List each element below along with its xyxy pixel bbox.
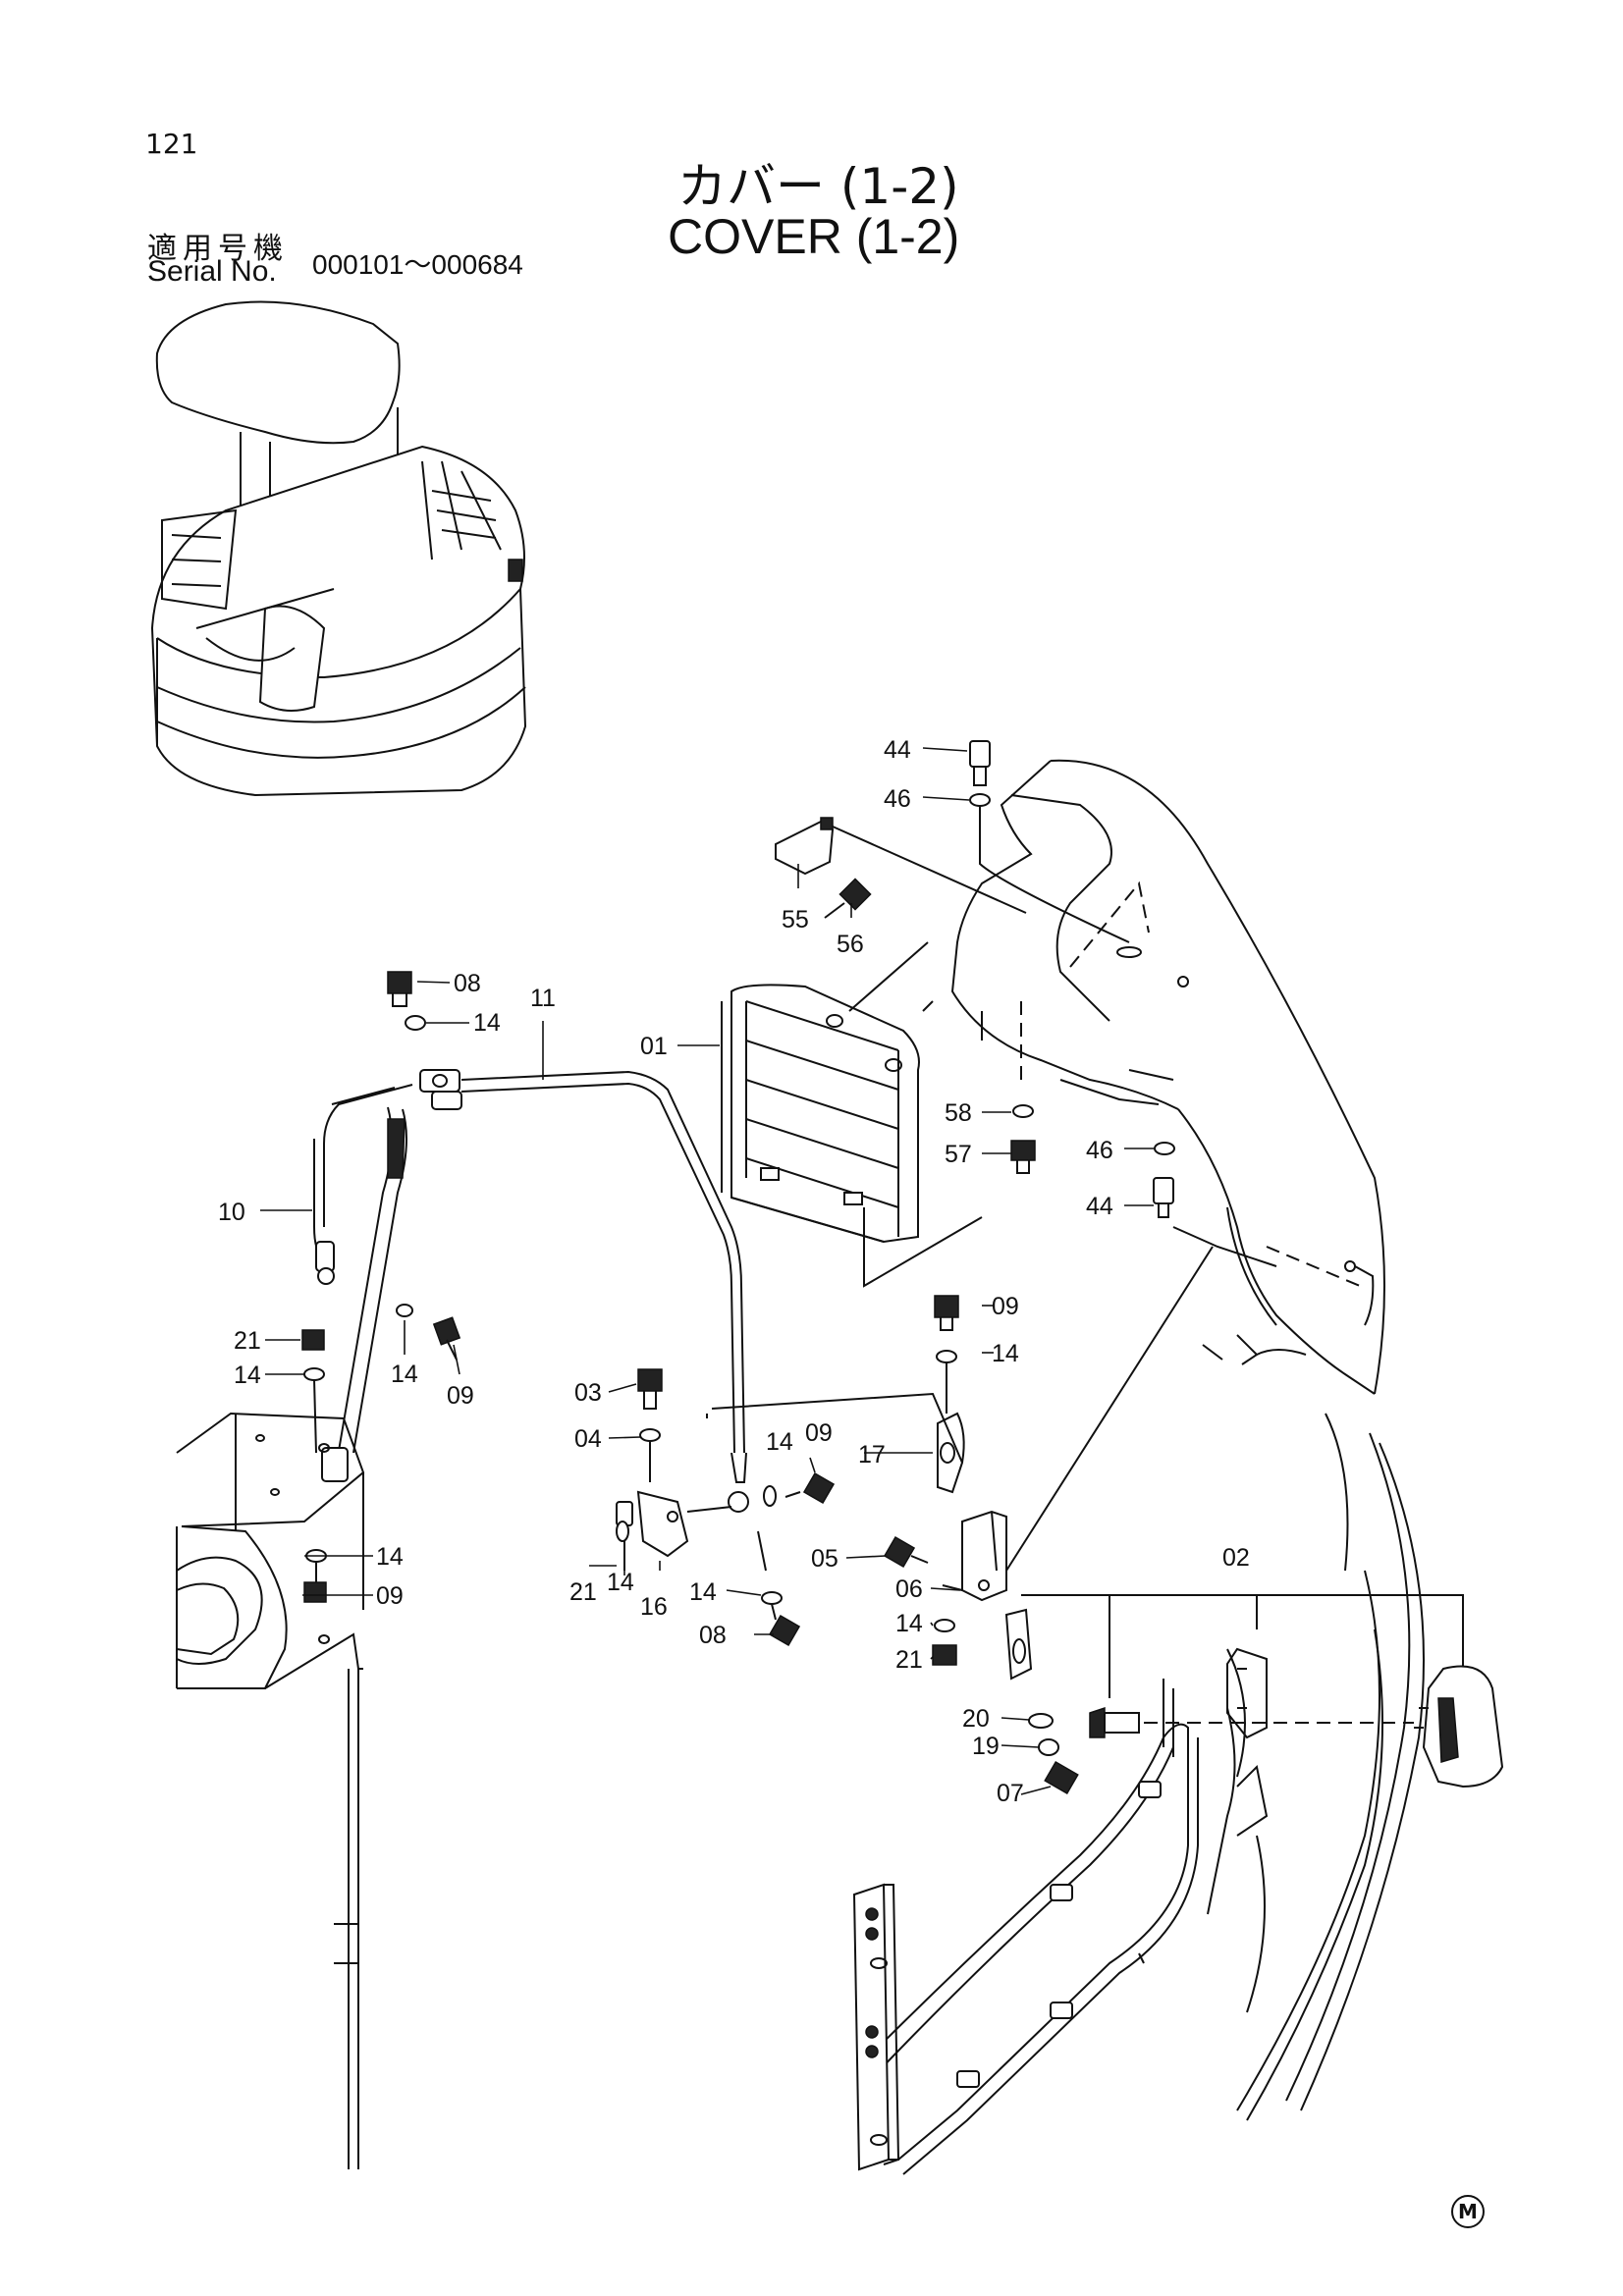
rod-11 xyxy=(419,1069,749,1513)
callout-09: 09 xyxy=(992,1293,1019,1320)
callout-03: 03 xyxy=(574,1379,602,1407)
callout-02: 02 xyxy=(1222,1544,1250,1572)
serial-label-japanese: 適用号機 xyxy=(147,232,289,266)
callout-20: 20 xyxy=(962,1705,990,1733)
callout-09: 09 xyxy=(447,1382,474,1410)
callout-21: 21 xyxy=(569,1578,597,1606)
title-japanese: カバー (1-2) xyxy=(677,158,959,215)
callout-14: 14 xyxy=(895,1610,923,1637)
callout-21: 21 xyxy=(895,1646,923,1674)
callout-14: 14 xyxy=(689,1578,717,1606)
callout-09: 09 xyxy=(376,1582,404,1610)
fasteners-center-cluster xyxy=(616,1246,1214,1666)
callout-21: 21 xyxy=(234,1327,261,1355)
bracket-55 xyxy=(775,817,1027,919)
callout-14: 14 xyxy=(234,1362,261,1389)
callout-56: 56 xyxy=(837,931,864,958)
overview-machine-illustration xyxy=(150,300,527,797)
callout-08: 08 xyxy=(699,1622,727,1649)
callout-58: 58 xyxy=(945,1099,972,1127)
callout-44: 44 xyxy=(884,736,911,764)
screw-44-top xyxy=(969,740,1130,943)
rod-10 xyxy=(313,1084,462,1482)
part-callouts: 44 46 55 56 08 14 11 01 58 57 46 44 10 2… xyxy=(218,736,1250,1807)
guard-rail-assembly xyxy=(852,1413,1504,2175)
callout-05: 05 xyxy=(811,1545,839,1573)
callout-16: 16 xyxy=(640,1593,668,1621)
serial-label-english: Serial No. xyxy=(147,255,277,288)
manufacturer-mark: M xyxy=(1451,2195,1485,2228)
callout-09: 09 xyxy=(805,1419,833,1447)
callout-46: 46 xyxy=(1086,1137,1113,1164)
callout-57: 57 xyxy=(945,1141,972,1168)
callout-14: 14 xyxy=(376,1543,404,1571)
callout-01: 01 xyxy=(640,1033,668,1060)
fasteners-left-cluster xyxy=(301,971,461,1603)
callout-17: 17 xyxy=(858,1441,886,1468)
callout-08: 08 xyxy=(454,970,481,997)
side-cover-panel xyxy=(950,759,1385,1395)
callout-06: 06 xyxy=(895,1575,923,1603)
callout-14: 14 xyxy=(473,1009,501,1037)
callout-19: 19 xyxy=(972,1733,1000,1760)
title-english: COVER (1-2) xyxy=(668,209,960,264)
callout-11: 11 xyxy=(530,985,556,1012)
callout-10: 10 xyxy=(218,1199,245,1226)
callout-04: 04 xyxy=(574,1425,602,1453)
serial-range: 000101～000684 xyxy=(312,249,523,280)
grille-guard xyxy=(721,941,983,1288)
fasteners-right-cluster xyxy=(1010,1104,1277,1267)
callout-46: 46 xyxy=(884,785,911,813)
leader-lines xyxy=(260,747,1154,1795)
page-number: 121 xyxy=(145,128,198,160)
callout-14: 14 xyxy=(391,1361,418,1388)
callout-14: 14 xyxy=(992,1340,1019,1367)
upper-frame-structure xyxy=(176,1412,365,2169)
callout-44: 44 xyxy=(1086,1193,1113,1220)
callout-14: 14 xyxy=(766,1428,793,1456)
callout-07: 07 xyxy=(997,1780,1024,1807)
callout-55: 55 xyxy=(782,906,809,934)
callout-14: 14 xyxy=(607,1569,634,1596)
